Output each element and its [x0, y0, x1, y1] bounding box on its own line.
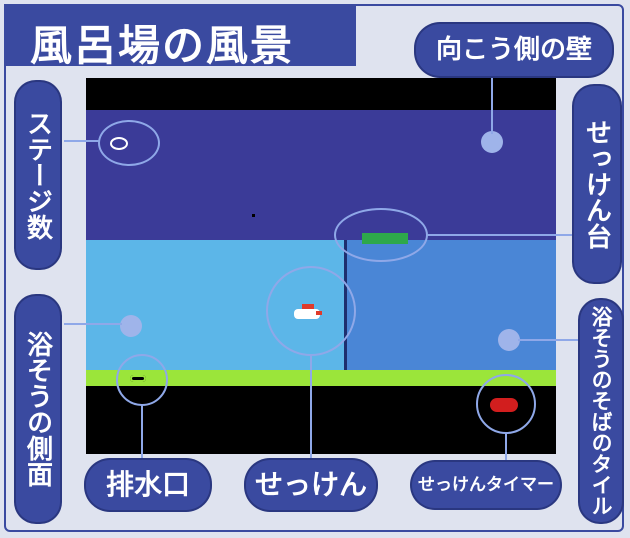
tub-side-label: 浴そうの側面: [16, 296, 60, 522]
soap-timer-line: [505, 432, 507, 462]
tub-side-line: [64, 323, 122, 325]
soap-label: せっけん: [246, 460, 376, 510]
stage-count-label: ステージ数: [16, 82, 60, 268]
stage-count-line: [64, 140, 100, 142]
soap-dish-label: せっけん台: [574, 86, 620, 282]
soap-timer-ring: [476, 374, 536, 434]
far-wall-marker: [481, 131, 503, 153]
stage-count-ring: [98, 120, 160, 166]
tub-side-marker: [120, 315, 142, 337]
soap-timer-label: せっけんタイマー: [412, 462, 560, 508]
far-wall-label: 向こう側の壁: [416, 24, 612, 76]
soap-dish-line: [426, 234, 580, 236]
far-wall-line: [491, 76, 493, 134]
wall-speck: [252, 214, 255, 217]
drain-line: [141, 404, 143, 460]
page-title: 風呂場の風景: [30, 21, 295, 70]
tile-marker: [498, 329, 520, 351]
soap-dish-ring: [334, 208, 428, 262]
drain-ring: [116, 354, 168, 406]
floor-stripe: [86, 370, 556, 386]
soap-line: [310, 356, 312, 460]
tile-line: [518, 339, 580, 341]
tub-side-tile-label: 浴そうのそばのタイル: [580, 300, 622, 522]
drain-label: 排水口: [86, 460, 210, 510]
soap-ring: [266, 266, 356, 356]
screen-top-band: [86, 78, 556, 110]
title-bar: 風呂場の風景: [4, 4, 356, 70]
far-wall-zone: [86, 110, 556, 240]
